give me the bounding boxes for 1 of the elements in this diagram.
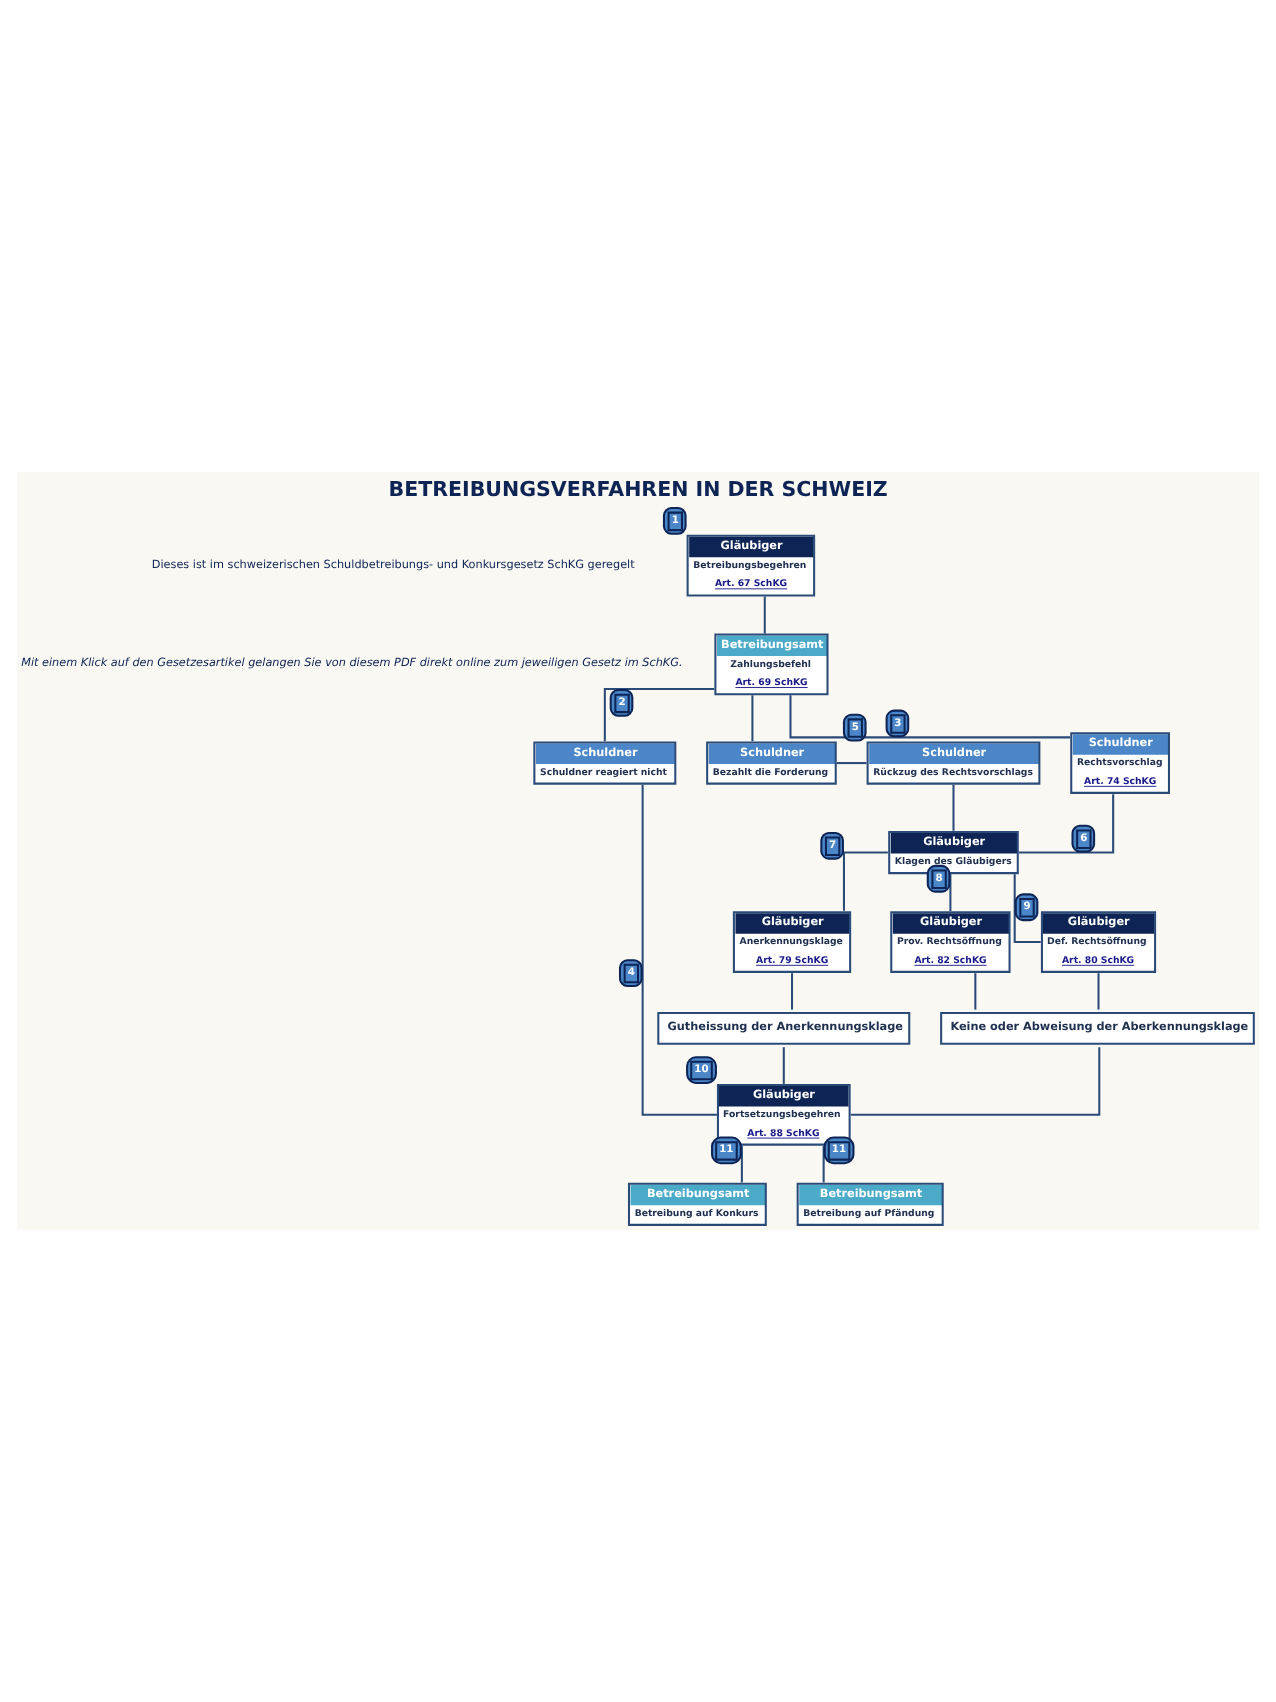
diagram-title: BETREIBUNGSVERFAHREN IN DER SCHWEIZ — [388, 477, 888, 502]
